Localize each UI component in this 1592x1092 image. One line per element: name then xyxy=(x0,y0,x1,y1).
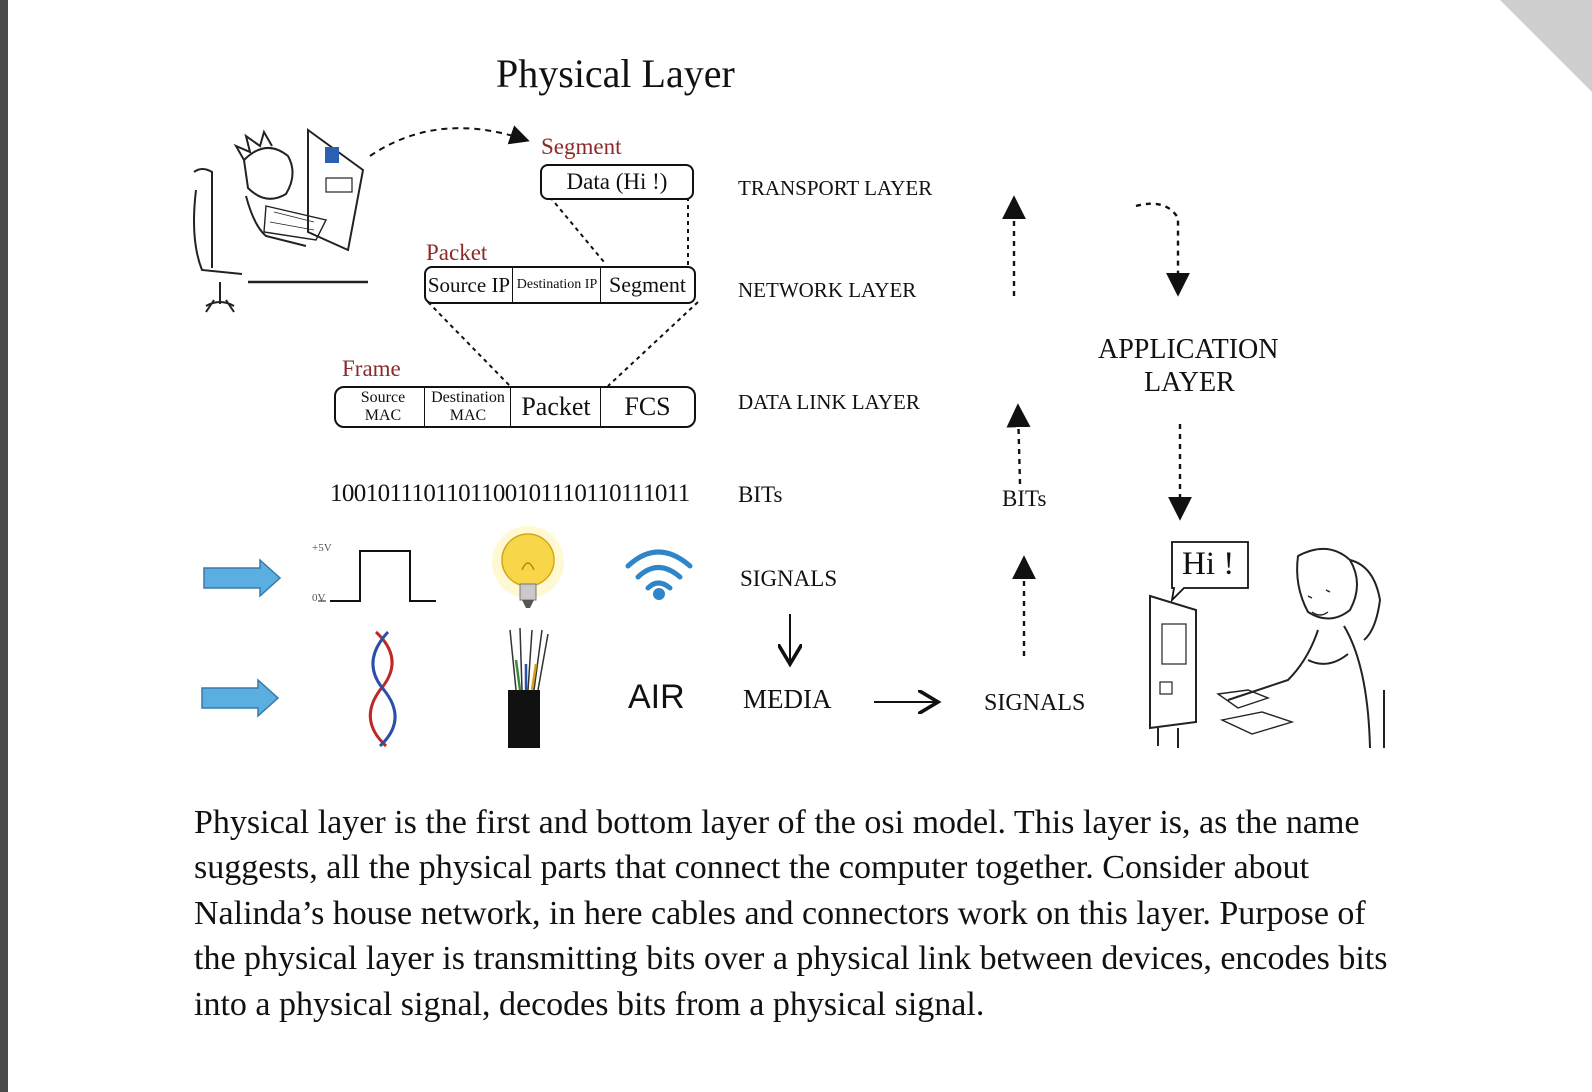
packet-segment-field: Segment xyxy=(600,268,694,302)
body-paragraph: Physical layer is the first and bottom l… xyxy=(194,804,1388,1023)
frame-packet-field: Packet xyxy=(510,388,601,426)
diagram-graphics xyxy=(193,125,1385,749)
application-layer-label-line1: APPLICATION xyxy=(1098,334,1279,365)
segment-data-field: Data (Hi !) xyxy=(566,169,668,194)
wifi-icon xyxy=(625,549,693,600)
segment-to-packet-line-left xyxy=(549,196,605,263)
packet-label: Packet xyxy=(426,240,488,265)
application-layer-label-line2: LAYER xyxy=(1144,367,1235,398)
light-bulb-icon xyxy=(492,526,564,608)
application-turn-down-arrow xyxy=(1135,202,1190,297)
packet-to-frame-line-left xyxy=(427,301,511,387)
network-layer-label: NETWORK LAYER xyxy=(738,278,917,302)
frame-box: Source MAC Destination MAC Packet FCS xyxy=(334,386,696,428)
speech-bubble-text: Hi ! xyxy=(1182,546,1235,582)
signal-input-arrow-icon xyxy=(203,558,282,598)
girl-at-computer-illustration xyxy=(1149,548,1385,749)
right-bits-label: BITs xyxy=(1002,486,1047,511)
speech-bubble-shape xyxy=(1170,541,1249,603)
bits-up-arrow xyxy=(1006,403,1031,485)
boy-at-computer-illustration xyxy=(193,128,368,313)
bits-stream: 1001011101101100101110110111011 xyxy=(330,480,690,507)
document-page: Physical Layer Segment Data (Hi !) Packe… xyxy=(8,0,1592,1092)
signal-low-level: 0V xyxy=(312,592,326,604)
packet-to-frame-line-right xyxy=(607,301,699,387)
packet-box: Source IP Destination IP Segment xyxy=(424,266,696,304)
packet-destination-ip-field: Destination IP xyxy=(512,268,601,302)
data-link-layer-label: DATA LINK LAYER xyxy=(738,390,920,414)
frame-destination-mac-field: Destination MAC xyxy=(424,388,511,426)
transport-layer-label: TRANSPORT LAYER xyxy=(738,176,933,200)
twisted-pair-cable-icon xyxy=(368,630,397,748)
segment-box: Data (Hi !) xyxy=(540,164,694,200)
signals-layer-label: SIGNALS xyxy=(740,566,838,591)
signal-high-level: +5V xyxy=(312,542,332,554)
air-label: AIR xyxy=(628,678,685,716)
segment-label: Segment xyxy=(541,134,622,159)
media-layer-label: MEDIA xyxy=(743,684,832,714)
fiber-optic-cable-icon xyxy=(508,627,549,748)
packet-source-ip-field: Source IP xyxy=(427,272,511,297)
bits-layer-label: BITs xyxy=(738,482,783,507)
frame-source-mac-field: Source MAC xyxy=(360,389,406,424)
square-wave-signal-icon xyxy=(318,550,436,602)
media-input-arrow-icon xyxy=(201,678,280,718)
frame-fcs-field: FCS xyxy=(600,388,694,426)
diagram-title: Physical Layer xyxy=(496,51,735,96)
boy-to-segment-arrow xyxy=(369,125,530,157)
right-signals-label: SIGNALS xyxy=(984,690,1086,716)
frame-label: Frame xyxy=(342,356,401,381)
page-corner-fold xyxy=(1500,0,1592,92)
